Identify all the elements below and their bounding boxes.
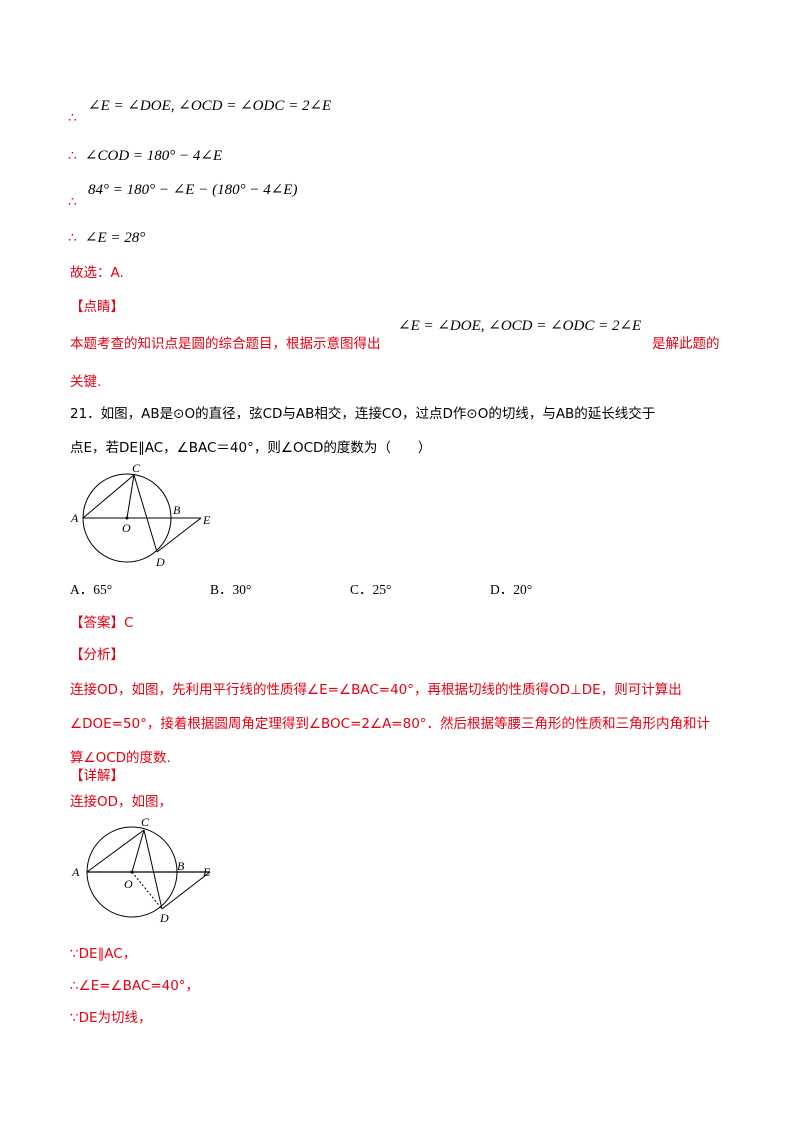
label-D: D [159,911,169,924]
detail-line-3: ∵DE为切线， [70,1010,152,1026]
option-c: C．25° [350,582,392,597]
geometry-figure-solution: C A O B E D [71,815,211,924]
solution-line-2: ∴ ∠COD = 180° − 4∠E [68,146,222,165]
tip-text-before: 本题考查的知识点是圆的综合题目，根据示意图得出 [70,336,381,352]
tip-text-after: 是解此题的 [652,336,720,352]
detail-line-1: ∵DE∥AC， [70,946,137,962]
therefore-symbol: ∴ [68,195,77,210]
therefore-symbol: ∴ [68,231,77,246]
question-line-2: 点E，若DE∥AC，∠BAC＝40°，则∠OCD的度数为（ ） [70,440,432,456]
analysis-line-2: ∠DOE=50°，接着根据圆周角定理得到∠BOC=2∠A=80°．然后根据等腰三… [70,716,711,732]
tip-math: ∠E = ∠DOE, ∠OCD = ∠ODC = 2∠E [398,318,642,334]
question-line-1: 21．如图，AB是⊙O的直径，弦CD与AB相交，连接CO，过点D作⊙O的切线，与… [70,406,656,422]
analysis-line-1: 连接OD，如图，先利用平行线的性质得∠E=∠BAC=40°，再根据切线的性质得O… [70,682,682,698]
analysis-line-3: 算∠OCD的度数. [70,750,171,766]
label-A: A [71,865,80,879]
geometry-figure-question: C A O B E D [70,462,211,569]
therefore-symbol: ∴ [68,111,77,126]
therefore-symbol: ∴ [68,149,77,164]
detail-line-2: ∴∠E=∠BAC=40°， [70,978,200,994]
label-C: C [141,815,150,829]
label-E: E [202,865,211,879]
math-expression: ∠E = ∠DOE, ∠OCD = ∠ODC = 2∠E [88,98,332,114]
detail-intro: 连接OD，如图， [70,794,173,810]
math-expression: 84° = 180° − ∠E − (180° − 4∠E) [88,182,298,198]
label-B: B [173,503,181,517]
label-B: B [177,859,185,873]
label-O: O [122,521,131,535]
option-b: B．30° [210,582,252,597]
option-d: D．20° [490,582,533,597]
math-expression: ∠E = 28° [84,230,146,246]
label-A: A [70,511,79,525]
solution-line-4: ∴ ∠E = 28° [68,228,145,247]
analysis-header: 【分析】 [70,647,124,663]
label-D: D [155,555,165,569]
answer-header: 【答案】C [70,615,134,631]
detail-header: 【详解】 [70,768,124,784]
option-a: A．65° [70,582,113,597]
math-expression: ∠COD = 180° − 4∠E [84,148,223,164]
label-C: C [132,462,141,475]
tip-text-end: 关键. [70,374,102,390]
conclusion-text: 故选：A. [70,265,124,281]
label-E: E [202,513,211,527]
label-O: O [124,877,133,891]
tip-header: 【点睛】 [70,299,124,315]
